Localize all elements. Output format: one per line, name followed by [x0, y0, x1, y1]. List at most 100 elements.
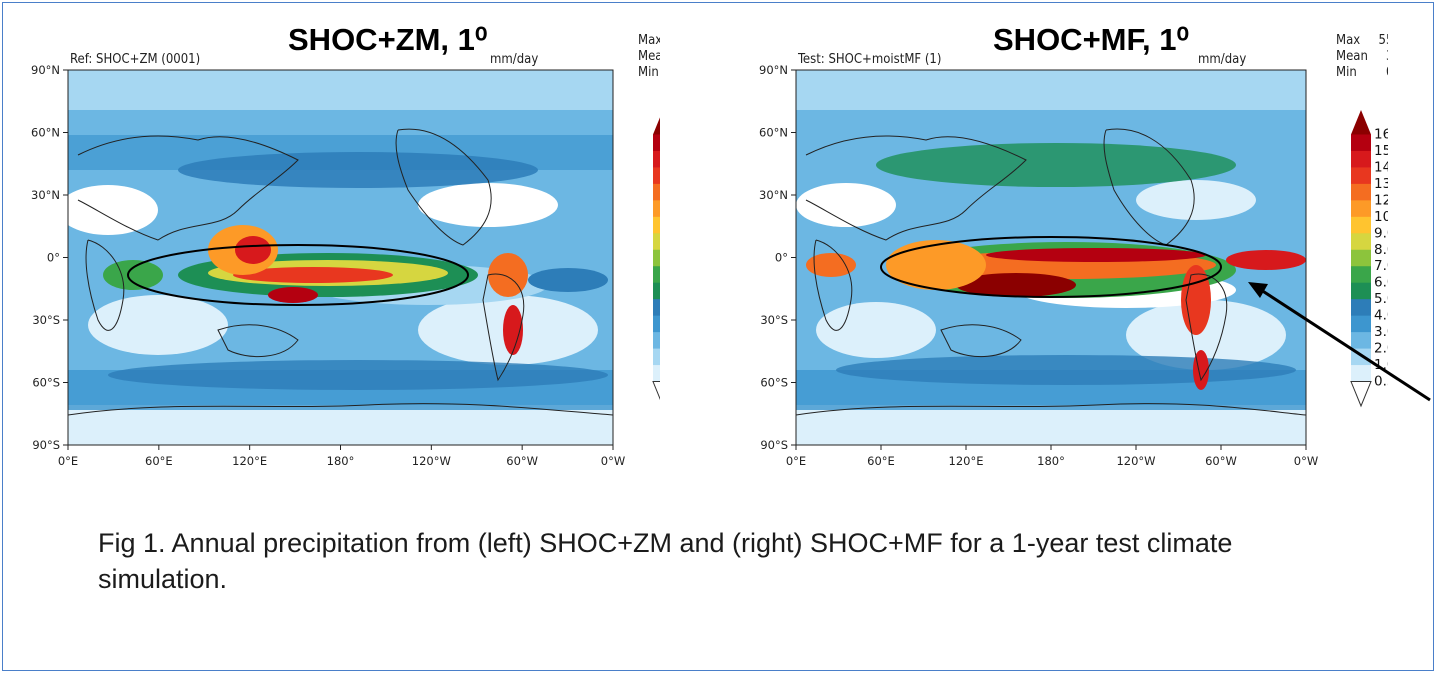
left-colorbar-segment [653, 233, 660, 251]
right-y-tick-label: 30°N [759, 188, 788, 202]
left-colorbar: 16.015.014.013.012.010.09.08.07.06.05.04… [652, 117, 660, 400]
left-y-tick-label: 90°S [32, 438, 60, 452]
left-colorbar-segment [653, 315, 660, 333]
right-subtitle: Test: SHOC+moistMF (1) [797, 52, 941, 67]
right-colorbar-segment [1351, 200, 1371, 218]
left-x-tick-label: 120°W [412, 454, 451, 468]
left-map-field [68, 70, 613, 445]
right-annotation-ellipse [880, 236, 1222, 298]
left-units: mm/day [490, 52, 538, 67]
right-y-tick-label: 30°S [760, 313, 788, 327]
right-colorbar-segment [1351, 167, 1371, 185]
right-colorbar-label: 6.0 [1374, 275, 1388, 291]
right-colorbar-segment [1351, 315, 1371, 333]
right-min-label: Min [1336, 65, 1357, 80]
right-x-tick-label: 120°W [1116, 454, 1155, 468]
right-colorbar-label: 15.0 [1374, 143, 1388, 159]
right-max-label: Max [1336, 33, 1360, 48]
left-x-tick-label: 0°E [58, 454, 78, 468]
figure-caption: Fig 1. Annual precipitation from (left) … [98, 528, 1233, 594]
left-x-tick-label: 120°E [232, 454, 267, 468]
right-y-tick-label: 0° [775, 251, 788, 265]
right-colorbar-label: 7.0 [1374, 258, 1388, 274]
right-map-field [796, 70, 1306, 445]
right-colorbar-segment [1351, 249, 1371, 267]
right-x-tick-label: 0°E [786, 454, 806, 468]
left-y-tick-label: 90°N [31, 63, 60, 77]
right-x-ticks: 0°E 60°E 120°E 180° 120°W 60°W 0°W [786, 445, 1318, 468]
left-colorbar-segment [653, 282, 660, 300]
right-y-tick-label: 60°N [759, 126, 788, 140]
left-title: SHOC+ZM, 1⁰ [288, 22, 487, 57]
right-mean-value: 3.46 [1386, 49, 1388, 64]
left-colorbar-segment [653, 167, 660, 185]
right-colorbar-segment [1351, 233, 1371, 251]
right-title: SHOC+MF, 1⁰ [993, 22, 1189, 57]
right-colorbar-label: 4.0 [1374, 308, 1388, 324]
left-x-tick-label: 60°E [145, 454, 173, 468]
left-y-tick-label: 60°S [32, 376, 60, 390]
left-min-label: Min [638, 65, 659, 80]
left-y-tick-label: 0° [47, 251, 60, 265]
right-colorbar-label: 2.0 [1374, 341, 1388, 357]
left-colorbar-segment [653, 134, 660, 152]
right-colorbar-label: 5.0 [1374, 291, 1388, 307]
right-colorbar-label: 0.5 [1374, 374, 1388, 390]
left-colorbar-segment [653, 266, 660, 284]
right-y-tick-label: 60°S [760, 376, 788, 390]
right-x-tick-label: 180° [1037, 454, 1065, 468]
left-colorbar-segment [653, 348, 660, 366]
right-colorbar-label: 16.0 [1374, 126, 1388, 142]
right-x-tick-label: 60°E [867, 454, 895, 468]
right-x-tick-label: 120°E [949, 454, 984, 468]
left-colorbar-segment [653, 200, 660, 218]
right-colorbar-segment [1351, 216, 1371, 234]
left-colorbar-segment [653, 249, 660, 267]
right-colorbar-segment [1351, 150, 1371, 168]
left-colorbar-segment [653, 150, 660, 168]
right-precip-chart: 0°E 60°E 120°E 180° 120°W 60°W 0°W 90°N 60°N 30°… [759, 22, 1388, 468]
left-colorbar-segment [653, 299, 660, 317]
right-mean-label: Mean [1336, 49, 1368, 64]
left-x-tick-label: 0°W [601, 454, 625, 468]
left-colorbar-segment [653, 183, 660, 201]
right-precip-panel: 0°E 60°E 120°E 180° 120°W 60°W 0°W 90°N 60°N 30°… [748, 8, 1388, 478]
annotation-arrow [1248, 282, 1431, 402]
right-colorbar-segment [1351, 110, 1371, 135]
right-colorbar-segment [1350, 381, 1372, 408]
left-y-tick-label: 30°N [31, 188, 60, 202]
left-colorbar-segment [653, 117, 660, 135]
right-colorbar-label: 10.0 [1374, 209, 1388, 225]
right-y-tick-label: 90°S [760, 438, 788, 452]
right-colorbar: 16.015.014.013.012.010.09.08.07.06.05.04… [1350, 110, 1388, 408]
left-max-label: Max [638, 33, 660, 48]
left-y-tick-label: 60°N [31, 126, 60, 140]
right-colorbar-segment [1351, 266, 1371, 284]
right-max-value: 55.83 [1379, 33, 1388, 48]
left-subtitle: Ref: SHOC+ZM (0001) [70, 52, 200, 67]
right-colorbar-label: 12.0 [1374, 192, 1388, 208]
left-x-tick-label: 180° [327, 454, 355, 468]
left-colorbar-segment [653, 365, 660, 383]
right-y-tick-label: 90°N [759, 63, 788, 77]
right-units: mm/day [1198, 52, 1246, 67]
right-colorbar-segment [1351, 183, 1371, 201]
right-x-tick-label: 0°W [1294, 454, 1318, 468]
right-colorbar-label: 8.0 [1374, 242, 1388, 258]
right-y-ticks: 90°N 60°N 30°N 0° 30°S 60°S 90°S [759, 63, 796, 452]
right-colorbar-label: 14.0 [1374, 159, 1388, 175]
left-annotation-ellipse [127, 244, 469, 306]
right-x-tick-label: 60°W [1205, 454, 1237, 468]
left-colorbar-segment [653, 216, 660, 234]
right-min-value: 0.00 [1386, 65, 1388, 80]
right-colorbar-segment [1351, 299, 1371, 317]
right-colorbar-label: 9.0 [1374, 225, 1388, 241]
left-y-tick-label: 30°S [32, 313, 60, 327]
left-mean-label: Mean [638, 49, 660, 64]
right-colorbar-label: 3.0 [1374, 324, 1388, 340]
right-colorbar-label: 13.0 [1374, 176, 1388, 192]
